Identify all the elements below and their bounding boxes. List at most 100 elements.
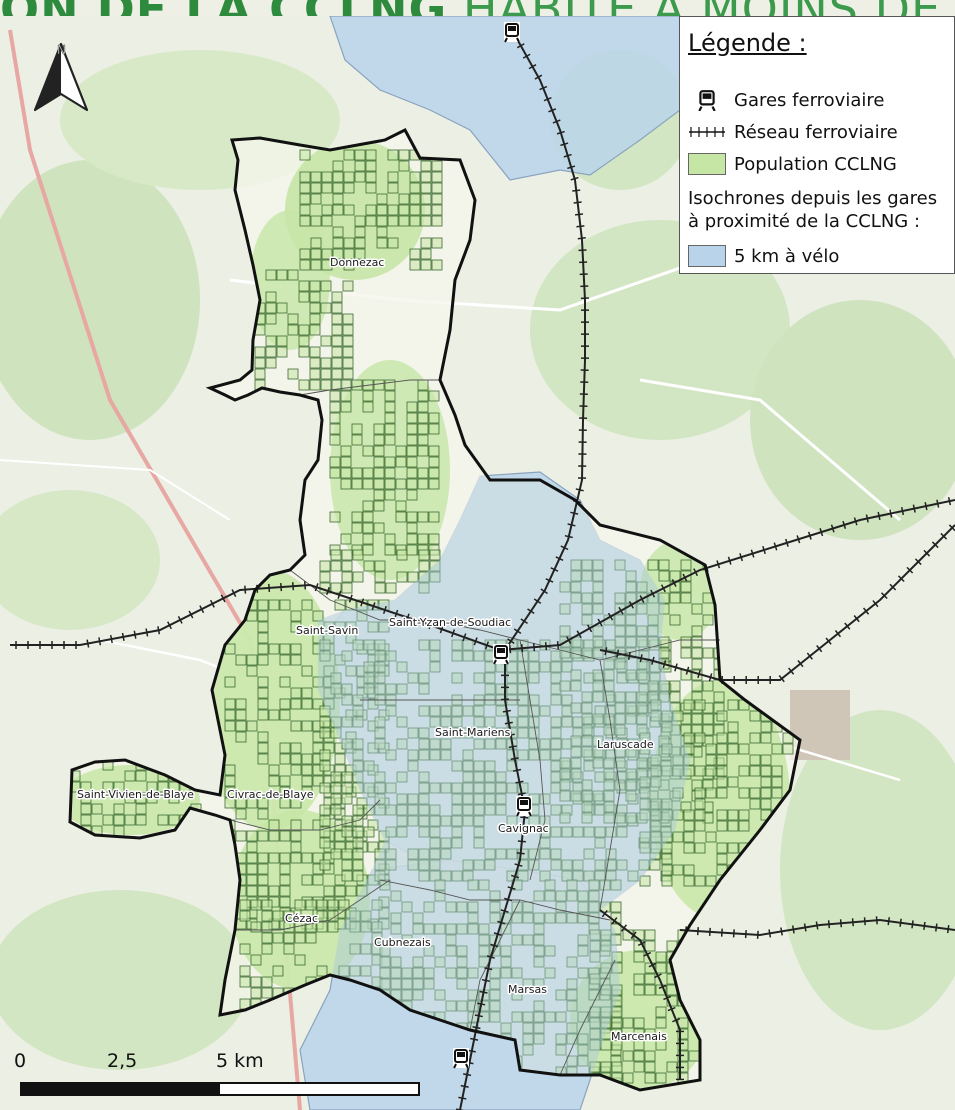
population-cell bbox=[290, 621, 302, 633]
train-station-north[interactable] bbox=[504, 22, 520, 43]
population-cell bbox=[429, 804, 441, 816]
railway-tick bbox=[948, 524, 955, 532]
population-cell bbox=[374, 804, 386, 816]
population-cell bbox=[456, 978, 468, 990]
map-canvas[interactable]: Donnezac Saint-Savin Saint-Yzan-de-Soudi… bbox=[0, 16, 955, 1110]
railway-tick bbox=[504, 721, 513, 725]
population-cell bbox=[445, 923, 457, 935]
population-cell bbox=[305, 899, 317, 911]
town-label-civrac[interactable]: Civrac-de-Blaye bbox=[226, 787, 316, 803]
population-cell bbox=[610, 901, 622, 913]
population-cell bbox=[417, 445, 429, 457]
population-cell bbox=[367, 841, 379, 853]
population-cell bbox=[605, 848, 617, 860]
population-cell bbox=[279, 676, 291, 688]
population-cell bbox=[310, 171, 322, 183]
population-cell bbox=[713, 691, 725, 703]
population-cell bbox=[484, 738, 496, 750]
population-cell bbox=[250, 987, 262, 999]
train-station-cavignac[interactable] bbox=[516, 796, 532, 817]
basemap-layer bbox=[0, 16, 955, 1110]
town-label-saint-savin[interactable]: Saint-Savin bbox=[295, 623, 360, 639]
population-cell bbox=[462, 749, 474, 761]
population-cell bbox=[257, 610, 269, 622]
population-cell bbox=[354, 149, 366, 161]
railway-tick bbox=[506, 733, 515, 737]
population-cell bbox=[431, 160, 443, 172]
population-cell bbox=[559, 581, 571, 593]
town-label-saint-yzan[interactable]: Saint-Yzan-de-Soudiac bbox=[388, 615, 513, 631]
population-cell bbox=[705, 743, 717, 755]
population-cell bbox=[301, 874, 313, 886]
population-cell bbox=[581, 746, 593, 758]
population-cell bbox=[473, 859, 485, 871]
population-cell bbox=[577, 901, 589, 913]
population-cell bbox=[365, 204, 377, 216]
population-cell bbox=[412, 912, 424, 924]
population-cell bbox=[379, 945, 391, 957]
population-cell bbox=[406, 445, 418, 457]
railway-tick bbox=[877, 511, 881, 521]
population-cell bbox=[716, 710, 728, 722]
population-cell bbox=[561, 661, 573, 673]
population-cell bbox=[239, 943, 251, 955]
population-grid bbox=[70, 149, 794, 1089]
railway-tick bbox=[167, 621, 172, 630]
population-cell bbox=[539, 793, 551, 805]
population-cell bbox=[340, 445, 352, 457]
town-label-saint-vivien[interactable]: Saint-Vivien-de-Blaye bbox=[76, 787, 196, 803]
population-cell bbox=[592, 559, 604, 571]
town-label-donnezac[interactable]: Donnezac bbox=[329, 255, 386, 271]
population-cell bbox=[320, 280, 332, 292]
railway-tick bbox=[887, 917, 891, 926]
population-cell bbox=[268, 775, 280, 787]
population-cell bbox=[583, 826, 595, 838]
population-cell bbox=[418, 815, 430, 827]
population-cell bbox=[694, 787, 706, 799]
population-cell bbox=[319, 837, 331, 849]
town-label-cezac[interactable]: Cézac bbox=[284, 911, 320, 927]
population-cell bbox=[581, 702, 593, 714]
railway-tick bbox=[727, 556, 732, 565]
population-cell bbox=[658, 691, 670, 703]
town-label-cavignac[interactable]: Cavignac bbox=[497, 821, 551, 837]
railway-tick bbox=[555, 556, 564, 561]
railway-tick bbox=[314, 583, 319, 592]
railway-tick bbox=[458, 1096, 467, 1100]
population-cell bbox=[378, 907, 390, 919]
population-cell bbox=[395, 456, 407, 468]
population-cell bbox=[312, 874, 324, 886]
railway-tick bbox=[889, 509, 893, 518]
population-cell bbox=[257, 885, 269, 897]
town-label-laruscade[interactable]: Laruscade bbox=[596, 737, 656, 753]
population-cell bbox=[716, 787, 728, 799]
population-cell bbox=[495, 738, 507, 750]
town-label-marsas[interactable]: Marsas bbox=[507, 982, 549, 998]
town-label-cubnezais[interactable]: Cubnezais bbox=[373, 935, 433, 951]
railway-tick bbox=[513, 628, 522, 635]
population-cell bbox=[70, 781, 81, 793]
population-cell bbox=[680, 636, 692, 648]
population-cell bbox=[577, 945, 589, 957]
population-cell bbox=[113, 803, 125, 815]
town-label-marcenais[interactable]: Marcenais bbox=[610, 1029, 669, 1045]
population-cell bbox=[257, 852, 269, 864]
population-cell bbox=[694, 820, 706, 832]
population-cell bbox=[343, 171, 355, 183]
population-cell bbox=[146, 781, 158, 793]
population-cell bbox=[330, 683, 342, 695]
population-cell bbox=[639, 831, 651, 843]
town-label-saint-mariens[interactable]: Saint-Mariens bbox=[434, 725, 513, 741]
train-station-south[interactable] bbox=[453, 1048, 469, 1069]
population-cell bbox=[550, 848, 562, 860]
population-cell bbox=[544, 912, 556, 924]
population-cell bbox=[320, 335, 332, 347]
population-cell bbox=[749, 798, 761, 810]
population-cell bbox=[398, 204, 410, 216]
population-cell bbox=[363, 804, 375, 816]
population-cell bbox=[406, 412, 418, 424]
railway-tick bbox=[564, 534, 573, 539]
train-station-saint-yzan[interactable] bbox=[493, 644, 509, 665]
population-cell bbox=[760, 721, 772, 733]
railway-tick bbox=[573, 201, 582, 204]
